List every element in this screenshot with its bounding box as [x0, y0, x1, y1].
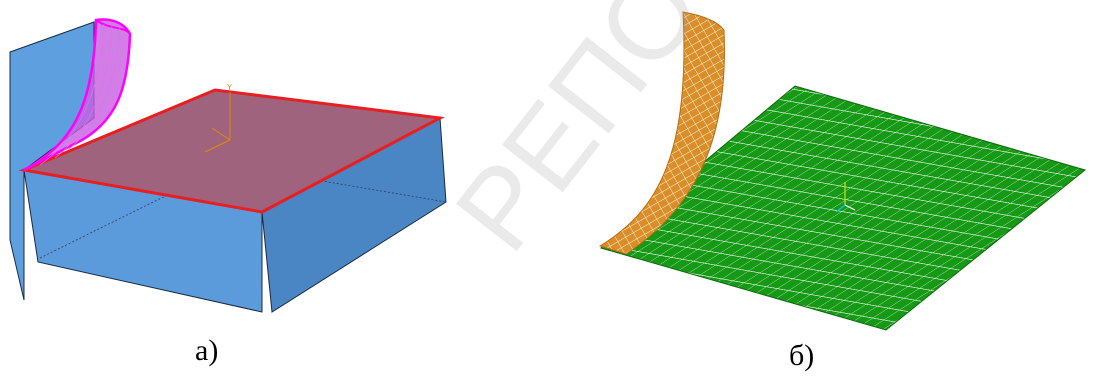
caption-a: а)	[195, 334, 219, 367]
curved-surface-ribs	[39, 23, 121, 166]
left-model: Y	[9, 18, 447, 313]
axis-triad-icon	[835, 182, 856, 213]
caption-b: б)	[789, 339, 815, 372]
curved-surface-inner-edge	[95, 19, 131, 35]
right-model	[598, 11, 1087, 331]
axis-triad-icon: Y	[204, 83, 232, 153]
top-face	[18, 88, 445, 214]
mesh-plate	[599, 85, 1087, 331]
svg-text:Y: Y	[226, 83, 232, 92]
curved-surface	[23, 18, 132, 172]
mesh-curved-sheet	[598, 11, 725, 255]
